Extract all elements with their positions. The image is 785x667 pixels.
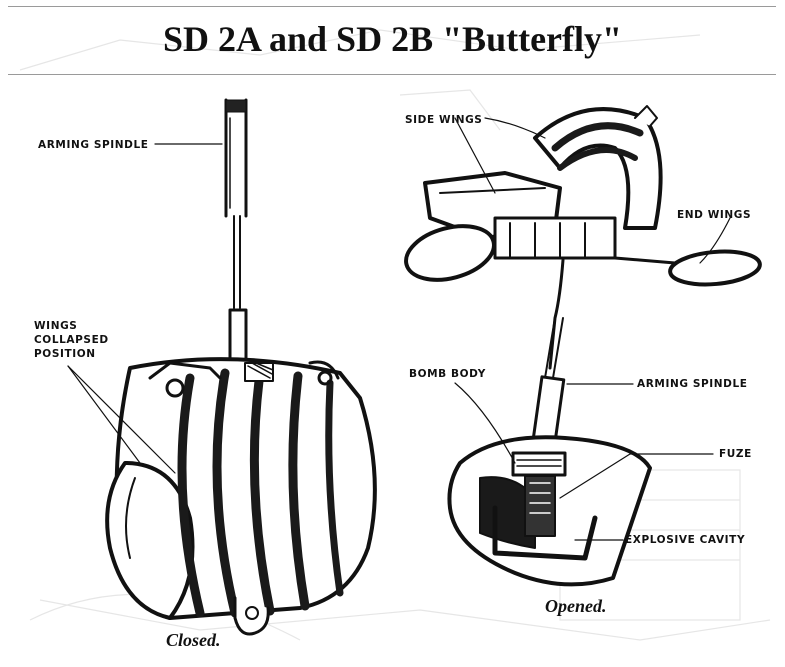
opened-bomb-illustration bbox=[404, 105, 762, 587]
label-side-wings: SIDE WINGS bbox=[405, 114, 483, 126]
top-rule bbox=[8, 6, 776, 7]
label-fuze: FUZE bbox=[719, 448, 752, 460]
label-explosive-cavity: EXPLOSIVE CAVITY bbox=[625, 534, 746, 546]
label-end-wings: END WINGS bbox=[677, 209, 752, 221]
caption-opened: Opened. bbox=[545, 596, 607, 616]
label-wings-line2: COLLAPSED bbox=[34, 334, 109, 346]
figure-opened: SIDE WINGS END WINGS BOMB BODY ARMING SP… bbox=[385, 78, 785, 662]
label-wings-line3: POSITION bbox=[34, 348, 96, 360]
label-bomb-body: BOMB BODY bbox=[409, 368, 486, 380]
closed-bomb-illustration bbox=[67, 98, 377, 636]
figure-closed: ARMING SPINDLE WINGS COLLAPSED POSITION … bbox=[0, 78, 385, 662]
title-rule bbox=[8, 74, 776, 75]
label-arming-spindle-opened: ARMING SPINDLE bbox=[637, 378, 748, 390]
label-arming-spindle: ARMING SPINDLE bbox=[38, 139, 149, 151]
page-title: SD 2A and SD 2B "Butterfly" bbox=[162, 19, 623, 59]
caption-closed: Closed. bbox=[166, 630, 221, 650]
label-wings-line1: WINGS bbox=[34, 320, 78, 332]
